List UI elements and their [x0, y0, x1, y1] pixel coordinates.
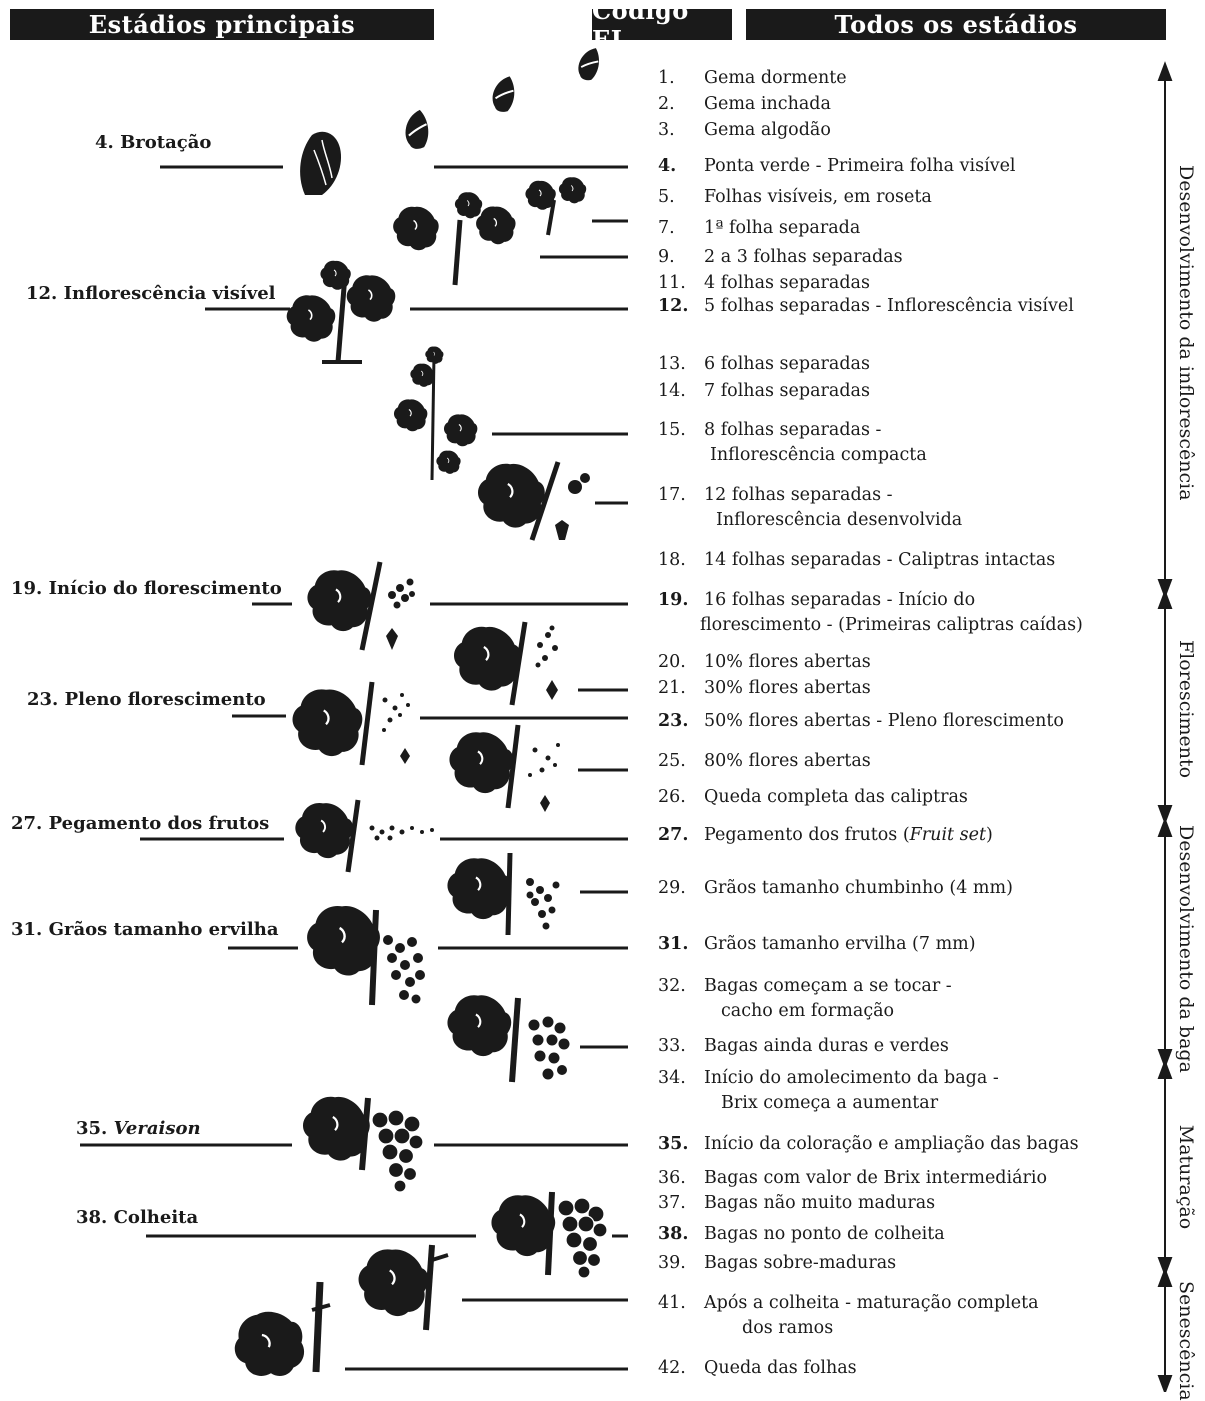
main-stage-27: 27. Pegamento dos frutos — [11, 813, 269, 834]
stage-37: 37.Bagas não muito maduras — [658, 1192, 935, 1214]
phase-berry-development: Desenvolvimento da baga — [1175, 825, 1197, 1065]
stage-5: 5.Folhas visíveis, em roseta — [658, 186, 932, 208]
stage-29: 29.Grãos tamanho chumbinho (4 mm) — [658, 877, 1013, 899]
stage-12: 12.5 folhas separadas - Inflorescência v… — [658, 295, 1074, 317]
berry-stage-33 — [447, 995, 569, 1082]
main-stage-12: 12. Inflorescência visível — [26, 283, 276, 304]
phase-senescence: Senescência — [1175, 1281, 1197, 1391]
phase-ripening: Maturação — [1175, 1117, 1197, 1237]
stage-13: 13.6 folhas separadas — [658, 353, 870, 375]
stage-26: 26.Queda completa das caliptras — [658, 786, 968, 808]
phase-inflorescence: Desenvolvimento da inflorescência — [1175, 165, 1197, 485]
bud-stage-4 — [300, 132, 341, 195]
stage-32: 32.Bagas começam a se tocar -cacho em fo… — [658, 975, 952, 1022]
stage-25: 25.80% flores abertas — [658, 750, 871, 772]
stage-11: 11.4 folhas separadas — [658, 272, 870, 294]
stage-15: 15.8 folhas separadas -Inflorescência co… — [658, 419, 927, 466]
berry-stage-35 — [303, 1097, 423, 1192]
stage-39: 39.Bagas sobre-maduras — [658, 1252, 896, 1274]
berry-stage-29 — [447, 853, 559, 935]
flowering-stage-19 — [307, 562, 415, 650]
berry-stage-38 — [491, 1192, 607, 1278]
leaf-fall-stage-42 — [225, 1282, 330, 1388]
bud-stage-3 — [400, 107, 436, 151]
main-stage-31: 31. Grãos tamanho ervilha — [11, 919, 279, 940]
stage-33: 33.Bagas ainda duras e verdes — [658, 1035, 949, 1057]
phase-arrows — [1159, 64, 1171, 1392]
main-stage-4: 4. Brotação — [95, 132, 211, 153]
stage-38: 38.Bagas no ponto de colheita — [658, 1223, 945, 1245]
stage-20: 20.10% flores abertas — [658, 651, 871, 673]
stage-1: 1.Gema dormente — [658, 67, 847, 89]
stage-9: 9.2 a 3 folhas separadas — [658, 246, 903, 268]
stage-2: 2.Gema inchada — [658, 93, 831, 115]
flowering-stage-21 — [454, 622, 558, 705]
shoot-stage-9 — [393, 192, 515, 285]
stage-3: 3.Gema algodão — [658, 119, 831, 141]
phase-flowering: Florescimento — [1175, 634, 1197, 784]
flowering-stage-25 — [449, 725, 560, 812]
stage-42: 42.Queda das folhas — [658, 1357, 857, 1379]
bud-stage-2 — [486, 73, 523, 115]
stage-4: 4.Ponta verde - Primeira folha visível — [658, 155, 1016, 177]
stage-23: 23.50% flores abertas - Pleno florescime… — [658, 710, 1064, 732]
shoot-stage-15 — [394, 346, 477, 480]
shoot-stage-5 — [525, 177, 586, 235]
main-stage-38: 38. Colheita — [76, 1207, 198, 1228]
main-stage-23: 23. Pleno florescimento — [27, 689, 266, 710]
stage-18: 18.14 folhas separadas - Caliptras intac… — [658, 549, 1055, 571]
cane-stage-41 — [359, 1245, 448, 1330]
stage-7: 7.1ª folha separada — [658, 217, 860, 239]
stage-21: 21.30% flores abertas — [658, 677, 871, 699]
stage-36: 36.Bagas com valor de Brix intermediário — [658, 1167, 1047, 1189]
shoot-stage-12 — [287, 261, 396, 362]
stage-14: 14.7 folhas separadas — [658, 380, 870, 402]
stage-31: 31.Grãos tamanho ervilha (7 mm) — [658, 933, 976, 955]
berry-stage-31 — [307, 906, 425, 1005]
stage-35: 35.Início da coloração e ampliação das b… — [658, 1133, 1079, 1155]
main-stage-35: 35. Veraison — [76, 1118, 201, 1139]
main-stage-19: 19. Início do florescimento — [11, 578, 282, 599]
shoot-stage-17 — [478, 462, 590, 540]
flowering-stage-23 — [293, 682, 410, 765]
stage-27: 27.Pegamento dos frutos (Fruit set) — [658, 824, 993, 846]
fruit-set-stage-27 — [295, 800, 434, 872]
stage-34: 34.Início do amolecimento da baga -Brix … — [658, 1067, 999, 1114]
bud-stage-1 — [572, 45, 608, 84]
stage-17: 17.12 folhas separadas -Inflorescência d… — [658, 484, 962, 531]
